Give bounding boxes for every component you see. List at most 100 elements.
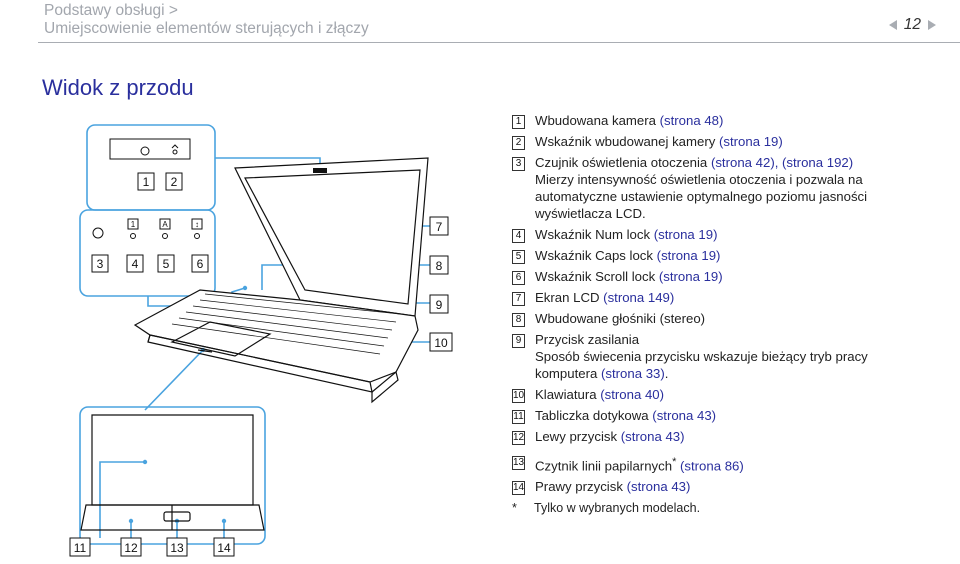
legend-item-5: 5 Wskaźnik Caps lock (strona 19) — [512, 248, 952, 265]
legend-label: Ekran LCD — [535, 289, 600, 305]
callout-7: 7 — [429, 216, 449, 236]
legend-item-4: 4 Wskaźnik Num lock (strona 19) — [512, 227, 952, 244]
legend-number: 5 — [512, 249, 525, 264]
callout-1: 1 — [137, 172, 155, 191]
svg-text:A: A — [162, 220, 168, 229]
laptop-webcam-mark — [313, 168, 327, 173]
page-link[interactable]: (strona 149) — [603, 289, 675, 305]
legend-number: 9 — [512, 334, 525, 349]
page-link[interactable]: (strona 86) — [680, 458, 744, 474]
page-link[interactable]: (strona 48) — [659, 113, 724, 128]
legend-item-9: 9 Przycisk zasilania Sposób świecenia pr… — [512, 332, 952, 382]
page-link[interactable]: (strona 19) — [656, 247, 721, 263]
legend-number: 10 — [512, 388, 525, 403]
legend-label: Czujnik oświetlenia otoczenia — [535, 155, 708, 171]
legend-item-3: 3 Czujnik oświetlenia otoczenia (strona … — [512, 155, 952, 222]
callout-3: 3 — [91, 254, 109, 273]
pager: 12 — [888, 16, 936, 34]
legend-item-11: 11 Tabliczka dotykowa (strona 43) — [512, 408, 952, 425]
section-title: Widok z przodu — [42, 75, 194, 100]
svg-text:12: 12 — [124, 541, 138, 555]
laptop-touchpad-shape — [170, 321, 272, 357]
legend-label: Prawy przycisk — [535, 479, 623, 495]
legend-punctuation: . — [664, 365, 669, 381]
laptop-outline — [133, 157, 429, 404]
legend-number: 6 — [512, 270, 525, 285]
legend-item-1: 1 Wbudowana kamera (strona 48) — [512, 113, 952, 130]
callout-2: 2 — [165, 172, 183, 191]
legend-label: Przycisk zasilania — [535, 332, 640, 348]
svg-text:5: 5 — [163, 257, 170, 271]
footnote-mark: * — [512, 501, 517, 516]
callout-10: 10 — [429, 332, 453, 352]
header-divider — [38, 42, 960, 43]
legend-number: 4 — [512, 228, 525, 243]
legend-label: Czytnik linii papilarnych — [535, 458, 673, 474]
legend-label: Wbudowane głośniki (stereo) — [535, 311, 706, 327]
callout-8: 8 — [429, 255, 449, 275]
svg-text:2: 2 — [171, 175, 178, 189]
legend-description: Sposób świecenia przycisku wskazuje bież… — [535, 348, 868, 364]
legend-item-7: 7 Ekran LCD (strona 149) — [512, 290, 952, 307]
legend-number: 2 — [512, 136, 525, 151]
page-link[interactable]: (strona 19) — [658, 268, 723, 284]
callout-11: 11 — [69, 537, 91, 557]
svg-text:7: 7 — [436, 220, 443, 234]
svg-text:↕: ↕ — [195, 220, 199, 229]
footnote-marker: * — [672, 455, 677, 468]
svg-text:4: 4 — [132, 257, 139, 271]
camera-lens-icon — [140, 146, 150, 156]
legend-number: 13 — [512, 455, 525, 470]
page-link[interactable]: (strona 43) — [652, 407, 717, 423]
breadcrumb-parent[interactable]: Podstawy obsługi > — [44, 2, 178, 19]
num-lock-symbol-icon — [127, 218, 139, 230]
callout-6: 6 — [191, 254, 209, 273]
callout-9: 9 — [429, 294, 449, 314]
page-link[interactable]: (strona 19) — [718, 134, 783, 150]
page-link[interactable]: (strona 43) — [620, 429, 685, 445]
svg-text:1: 1 — [131, 220, 136, 229]
page-link[interactable]: (strona 33) — [600, 365, 665, 381]
legend-number: 14 — [512, 481, 525, 496]
scroll-lock-symbol-icon — [191, 218, 203, 230]
page-link[interactable]: (strona 43) — [626, 479, 691, 495]
legend-description: wyświetlacza LCD. — [535, 205, 646, 221]
camera-bezel-outline — [109, 138, 191, 160]
svg-text:9: 9 — [436, 298, 443, 312]
footnote: * Tylko w wybranych modelach. — [512, 500, 952, 517]
previous-page-arrow-icon[interactable] — [888, 20, 897, 30]
legend-number: 8 — [512, 313, 525, 328]
legend-item-13: 13 Czytnik linii papilarnych* (strona 86… — [512, 454, 952, 475]
legend-item-10: 10 Klawiatura (strona 40) — [512, 387, 952, 404]
svg-text:14: 14 — [217, 541, 231, 555]
legend-label: Wbudowana kamera — [535, 113, 656, 128]
footnote-text: Tylko w wybranych modelach. — [534, 501, 701, 516]
page-link[interactable]: (strona 40) — [600, 386, 665, 402]
touchpad-buttons-bar — [80, 504, 265, 531]
legend-label: Klawiatura — [535, 386, 597, 402]
caps-lock-symbol-icon — [159, 218, 171, 230]
next-page-arrow-icon[interactable] — [928, 20, 936, 30]
page-link[interactable]: (strona 19) — [653, 226, 718, 242]
legend-label: Wskaźnik Num lock — [535, 226, 651, 242]
camera-indicator-icon — [172, 149, 178, 155]
legend-number: 12 — [512, 431, 525, 446]
legend-description: automatyczne ustawienie optymalnego pozi… — [535, 188, 868, 204]
svg-text:8: 8 — [436, 259, 443, 273]
laptop-keyboard-rows — [171, 293, 401, 355]
touchpad-surface — [91, 414, 254, 506]
camera-detail-box — [86, 124, 216, 211]
camera-led-tick-icon — [171, 144, 179, 149]
legend-number: 3 — [512, 157, 525, 172]
legend-number: 11 — [512, 409, 525, 424]
page-link[interactable]: (strona 42), (strona 192) — [710, 155, 854, 171]
callout-4: 4 — [126, 254, 144, 273]
legend-label: Wskaźnik Scroll lock — [535, 268, 656, 284]
legend-description: komputera — [535, 365, 598, 381]
svg-text:6: 6 — [197, 257, 204, 271]
legend-item-14: 14 Prawy przycisk (strona 43) — [512, 479, 952, 496]
svg-text:11: 11 — [74, 541, 87, 555]
ambient-sensor-icon — [92, 227, 104, 239]
svg-text:3: 3 — [97, 257, 104, 271]
